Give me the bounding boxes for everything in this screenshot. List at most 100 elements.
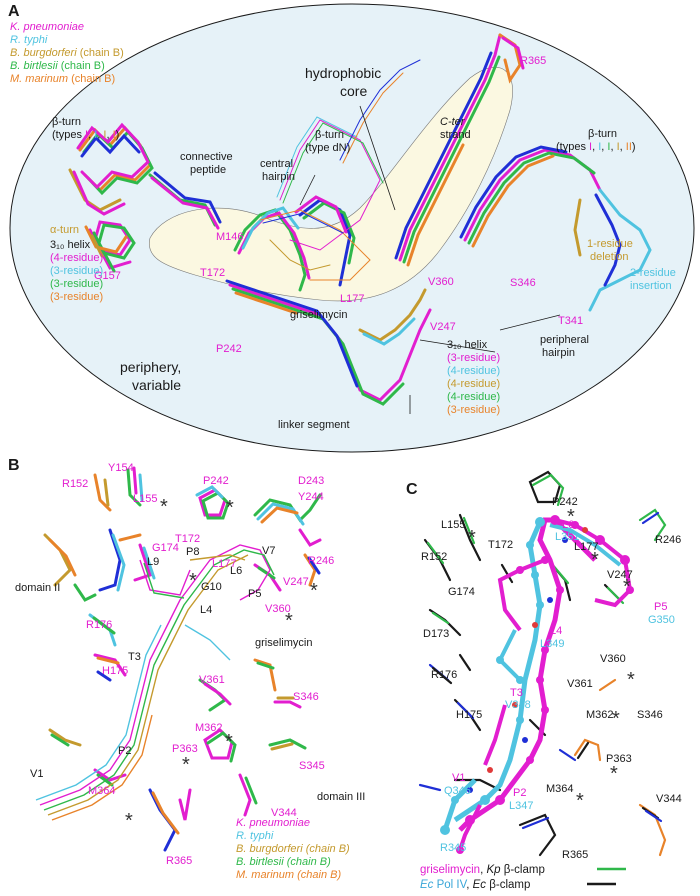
legend-b-mm: M. marinum (chain B): [236, 869, 341, 881]
star-icon: *: [182, 754, 190, 776]
helix-left-2: (3-residue): [50, 265, 103, 277]
legend-b-bbir: B. birtlesii (chain B): [236, 856, 331, 868]
panel-a-structures: [68, 33, 652, 406]
res-c-p363: P363: [606, 753, 632, 765]
pair-c-v348: V348: [505, 699, 531, 711]
star-icon: *: [468, 527, 476, 549]
res-a-v360: V360: [428, 276, 454, 288]
star-icon: *: [160, 496, 168, 518]
star-icon: *: [225, 731, 233, 753]
res-a-t172: T172: [200, 267, 225, 279]
helix-left-1: (4-residue): [50, 252, 103, 264]
lig-b-p5: P5: [248, 588, 261, 600]
res-b-h175: H175: [102, 665, 128, 677]
legend-kp: K. pneumoniae: [10, 21, 84, 33]
lig-b-v1: V1: [30, 768, 43, 780]
griselimycin-a-label: griselimycin: [290, 309, 347, 321]
helix-right-1: (3-residue): [447, 352, 500, 364]
lig-b-g10: G10: [201, 581, 222, 593]
res-c-t172: T172: [488, 539, 513, 551]
res-b-g174: G174: [152, 542, 179, 554]
legend-b-bb: B. burgdorferi (chain B): [236, 843, 350, 855]
lig-b-p2: P2: [118, 745, 131, 757]
legend-b-kp: K. pneumoniae: [236, 817, 310, 829]
pair-c-p2: P2: [513, 787, 526, 799]
pair-c-l351: L351: [555, 531, 579, 543]
pair-c-p5: P5: [654, 601, 667, 613]
beta-turn-left-types: (types I, I, I, I): [52, 129, 119, 141]
insertion-2: insertion: [630, 280, 672, 292]
pair-c-l6: L6: [562, 519, 574, 531]
beta-turn-left-title: β-turn: [52, 116, 81, 128]
panel-b: B: [8, 457, 365, 881]
legend-rt: R. typhi: [10, 34, 48, 46]
res-b-r246: R246: [308, 555, 334, 567]
periphery-label-1: periphery,: [120, 359, 181, 375]
legend-bb: B. burgdorferi (chain B): [10, 47, 124, 59]
beta-turn-center-title: β-turn: [315, 129, 344, 141]
lig-b-p8: P8: [186, 546, 199, 558]
star-icon: *: [567, 506, 575, 528]
res-a-s346: S346: [510, 277, 536, 289]
res-a-l177: L177: [340, 293, 364, 305]
panel-c-label: C: [406, 481, 418, 498]
cter-label-1: C-ter: [440, 116, 466, 128]
res-c-m362: M362: [586, 709, 614, 721]
linker-label: linker segment: [278, 419, 350, 431]
lig-b-l6: L6: [230, 565, 242, 577]
res-b-v344: V344: [271, 807, 297, 819]
deletion-1: 1-residue: [587, 238, 633, 250]
panel-c: C: [406, 470, 682, 891]
res-c-l177: L177: [574, 541, 598, 553]
res-a-g157: G157: [94, 270, 121, 282]
beta-turn-center-type: (type dN): [305, 142, 350, 154]
star-icon: *: [612, 708, 620, 730]
star-icon: *: [189, 570, 197, 592]
griselimycin-b-label: griselimycin: [255, 637, 312, 649]
connective-label-2: peptide: [190, 164, 226, 176]
res-a-v247: V247: [430, 321, 456, 333]
panel-a-legend: K. pneumoniae R. typhi B. burgdorferi (c…: [10, 21, 124, 85]
res-b-p242: P242: [203, 475, 229, 487]
panel-c-stars: * * * * * * * *: [468, 506, 635, 812]
res-c-v361: V361: [567, 678, 593, 690]
panel-c-structures: [418, 470, 667, 857]
res-c-g174: G174: [448, 586, 475, 598]
star-icon: *: [576, 790, 584, 812]
insertion-1: 2-residue: [630, 267, 676, 279]
res-b-l177: L177: [212, 558, 236, 570]
alpha-turn-label: α-turn: [50, 224, 79, 236]
res-c-h175: H175: [456, 709, 482, 721]
periphery-label-2: variable: [132, 377, 181, 393]
deletion-2: deletion: [590, 251, 629, 263]
star-icon: *: [627, 669, 635, 691]
res-b-s346: S346: [293, 691, 319, 703]
connective-label-1: connective: [180, 151, 233, 163]
helix-right-2: (4-residue): [447, 365, 500, 377]
pair-c-t3: T3: [510, 687, 523, 699]
legend-b-rt: R. typhi: [236, 830, 274, 842]
res-b-y244: Y244: [298, 491, 324, 503]
res-b-s345: S345: [299, 760, 325, 772]
star-icon: *: [310, 580, 318, 602]
beta-turn-right-title: β-turn: [588, 128, 617, 140]
pair-c-l347: L347: [509, 800, 533, 812]
helix-right-title: 3₁₀ helix: [447, 339, 488, 351]
panel-b-label: B: [8, 457, 20, 474]
central-hairpin-2: hairpin: [262, 171, 295, 183]
helix-right-4: (4-residue): [447, 391, 500, 403]
res-a-p242: P242: [216, 343, 242, 355]
panel-b-stars: * * * * * * * *: [125, 496, 318, 832]
res-b-r365: R365: [166, 855, 192, 867]
panel-c-ligand: [440, 515, 634, 854]
res-b-v247: V247: [283, 576, 309, 588]
res-a-t341: T341: [558, 315, 583, 327]
lig-b-v7: V7: [262, 545, 275, 557]
res-c-v344: V344: [656, 793, 682, 805]
star-icon: *: [125, 810, 133, 832]
panel-b-structures: [43, 466, 322, 852]
panel-c-legend: griselimycin, Kp β-clamp Ec Pol IV, Ec β…: [420, 864, 626, 891]
helix-left-4: (3-residue): [50, 291, 103, 303]
res-c-r152: R152: [421, 551, 447, 563]
